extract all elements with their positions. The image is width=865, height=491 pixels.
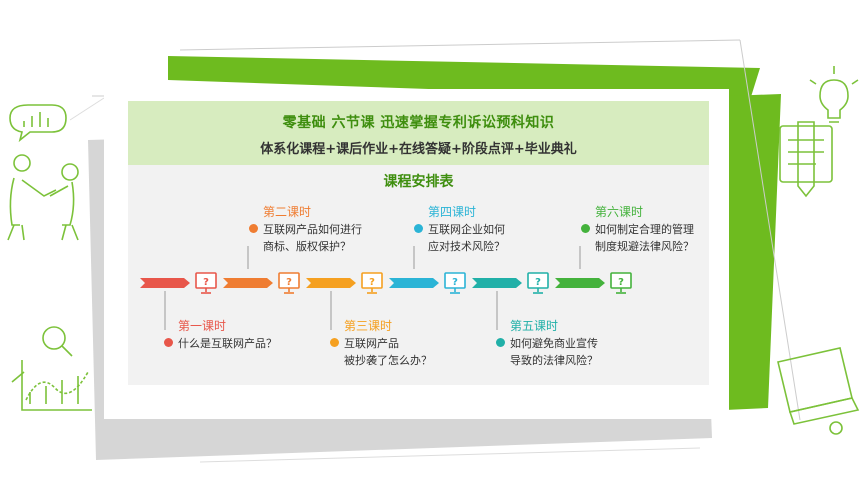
lesson-6: 第六课时 如何制定合理的管理 制度规避法律风险？ [577, 204, 694, 255]
lightbulb-icon [809, 66, 859, 123]
course-header: 零基础 六节课 迅速掌握专利诉讼预科知识 体系化课程+课后作业+在线答疑+阶段点… [128, 101, 709, 165]
lesson-1: 第一课时 什么是互联网产品？ [160, 318, 277, 352]
lesson-question: 什么是互联网产品？ [178, 337, 277, 350]
chart-icon [9, 104, 67, 143]
arrow-icon [140, 278, 190, 288]
lesson-question: 互联网企业如何 [428, 223, 505, 236]
lesson-dot [164, 338, 173, 347]
lesson-dot [581, 224, 590, 233]
green-frame-right [725, 94, 781, 410]
question-mark-glyph: ? [535, 277, 541, 288]
lesson-label: 第二课时 [263, 205, 312, 219]
laptop-icon [777, 347, 860, 435]
lesson-3: 第三课时 互联网产品 被抄袭了怎么办？ [326, 318, 432, 369]
lesson-question-line2: 被抄袭了怎么办？ [344, 354, 432, 367]
lesson-question-line2: 商标、版权保护？ [263, 240, 351, 253]
arrow-icon [555, 278, 605, 288]
magnifier-icon [11, 326, 92, 411]
lesson-2: 第二课时 互联网产品如何进行 商标、版权保护？ [245, 204, 362, 255]
question-mark-glyph: ? [286, 277, 292, 288]
lesson-question-line2: 导致的法律风险？ [510, 354, 598, 367]
question-mark-glyph: ? [452, 277, 458, 288]
schedule-title: 课程安排表 [383, 174, 454, 190]
lesson-dot [249, 224, 258, 233]
handshake-icon [7, 154, 79, 241]
question-mark-glyph: ? [618, 277, 624, 288]
lesson-question-line2: 应对技术风险？ [428, 240, 505, 253]
question-mark-glyph: ? [203, 277, 209, 288]
arrow-icon [389, 278, 439, 288]
lesson-label: 第五课时 [510, 319, 559, 333]
lesson-label: 第六课时 [595, 205, 644, 219]
arrow-icon [306, 278, 356, 288]
lesson-question: 如何避免商业宣传 [510, 337, 598, 350]
lesson-label: 第一课时 [178, 319, 227, 333]
lesson-label: 第三课时 [344, 319, 393, 333]
arrow-icon [223, 278, 273, 288]
lesson-question-line2: 制度规避法律风险？ [595, 240, 694, 253]
lesson-4: 第四课时 互联网企业如何 应对技术风险？ [410, 204, 505, 255]
lesson-question: 如何制定合理的管理 [595, 223, 694, 236]
lesson-dot [414, 224, 423, 233]
pencil-icon [779, 121, 833, 198]
course-features: 体系化课程+课后作业+在线答疑+阶段点评+毕业典礼 [260, 142, 577, 157]
question-mark-glyph: ? [369, 277, 375, 288]
lesson-question: 互联网产品如何进行 [263, 223, 362, 236]
lesson-dot [496, 338, 505, 347]
lesson-dot [330, 338, 339, 347]
lesson-question: 互联网产品 [344, 337, 399, 350]
arrow-icon [472, 278, 522, 288]
lesson-label: 第四课时 [428, 205, 477, 219]
lesson-5: 第五课时 如何避免商业宣传 导致的法律风险？ [492, 318, 598, 369]
course-title: 零基础 六节课 迅速掌握专利诉讼预科知识 [282, 115, 555, 131]
